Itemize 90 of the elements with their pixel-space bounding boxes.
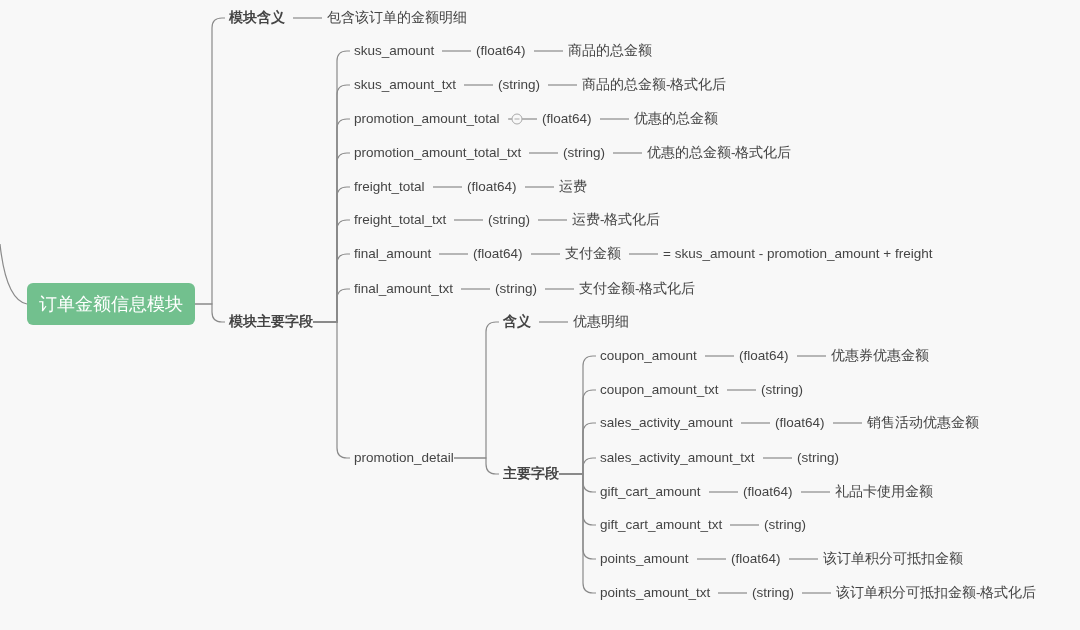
field-note: 销售活动优惠金额	[867, 414, 979, 432]
field-note: 商品的总金额-格式化后	[582, 76, 727, 94]
field-note: 运费	[559, 178, 587, 196]
connector-line	[696, 558, 727, 560]
field-note: (float64)	[476, 42, 526, 60]
connector-line	[538, 321, 569, 323]
field-name: promotion_detail	[354, 449, 454, 467]
field-name: skus_amount	[354, 42, 435, 60]
connector-line	[612, 152, 643, 154]
field-name: freight_total_txt	[354, 211, 447, 229]
field-name: sales_activity_amount	[600, 414, 733, 432]
field-name: gift_cart_amount	[600, 483, 701, 501]
field-note: (string)	[752, 584, 794, 602]
connector-line	[533, 50, 564, 52]
field-name: final_amount	[354, 245, 432, 263]
connector-line	[432, 186, 463, 188]
field-note: (float64)	[775, 414, 825, 432]
field-note: (string)	[764, 516, 806, 534]
connector-line	[441, 50, 472, 52]
field-name: freight_total	[354, 178, 425, 196]
connector-line	[788, 558, 819, 560]
connector-line	[726, 389, 757, 391]
connector-line	[312, 321, 351, 459]
field-note: (string)	[563, 144, 605, 162]
connector-line	[194, 303, 226, 323]
connector-line	[762, 457, 793, 459]
field-note: 该订单积分可抵扣金额	[823, 550, 963, 568]
connector-line	[0, 243, 28, 305]
field-note: 优惠券优惠金额	[831, 347, 929, 365]
connector-line	[524, 186, 555, 188]
field-name: points_amount_txt	[600, 584, 711, 602]
field-note: 支付金额	[565, 245, 621, 263]
connector-line	[530, 253, 561, 255]
connector-line	[453, 219, 484, 221]
connector-line	[832, 422, 863, 424]
connector-line	[800, 491, 831, 493]
field-note: (float64)	[467, 178, 517, 196]
category-label: 含义	[503, 313, 531, 331]
connector-line	[438, 253, 469, 255]
connector-line	[599, 118, 630, 120]
field-note: 支付金额-格式化后	[579, 280, 696, 298]
field-note: (float64)	[542, 110, 592, 128]
field-note: (string)	[797, 449, 839, 467]
field-note: (string)	[495, 280, 537, 298]
connector-line	[537, 219, 568, 221]
field-name: coupon_amount	[600, 347, 697, 365]
connector-line	[740, 422, 771, 424]
connector-line	[463, 84, 494, 86]
field-note: (float64)	[743, 483, 793, 501]
field-note: 运费-格式化后	[572, 211, 661, 229]
field-note: 优惠明细	[573, 313, 629, 331]
field-note: 商品的总金额	[568, 42, 652, 60]
field-note: (float64)	[473, 245, 523, 263]
connector-line	[708, 491, 739, 493]
connector-line	[729, 524, 760, 526]
field-note: (float64)	[731, 550, 781, 568]
connector-line	[796, 355, 827, 357]
connector-line	[453, 457, 500, 475]
connector-line	[558, 473, 597, 594]
topic-box: 订单金额信息模块	[27, 283, 195, 325]
field-name: coupon_amount_txt	[600, 381, 719, 399]
field-name: points_amount	[600, 550, 689, 568]
connector-line	[801, 592, 832, 594]
category-label: 主要字段	[503, 465, 559, 483]
field-name: sales_activity_amount_txt	[600, 449, 755, 467]
connector-line	[292, 17, 323, 19]
field-name: final_amount_txt	[354, 280, 454, 298]
field-name: promotion_amount_total_txt	[354, 144, 522, 162]
connector-line	[547, 84, 578, 86]
field-note: (string)	[761, 381, 803, 399]
field-name: skus_amount_txt	[354, 76, 457, 94]
field-note: (string)	[498, 76, 540, 94]
category-label: 模块含义	[229, 9, 285, 27]
field-note: (string)	[488, 211, 530, 229]
connector-line	[528, 152, 559, 154]
connector-line	[628, 253, 659, 255]
connector-line	[704, 355, 735, 357]
field-note: 礼品卡使用金额	[835, 483, 933, 501]
field-note: (float64)	[739, 347, 789, 365]
field-note: 优惠的总金额	[634, 110, 718, 128]
field-name: gift_cart_amount_txt	[600, 516, 723, 534]
connector-line	[544, 288, 575, 290]
field-note: 优惠的总金额-格式化后	[647, 144, 792, 162]
field-note: 包含该订单的金额明细	[327, 9, 467, 27]
connector-line	[717, 592, 748, 594]
connector-line	[460, 288, 491, 290]
field-note: = skus_amount - promotion_amount + freight	[663, 245, 933, 263]
field-note: 该订单积分可抵扣金额-格式化后	[836, 584, 1037, 602]
field-name: promotion_amount_total	[354, 110, 500, 128]
category-label: 模块主要字段	[229, 313, 313, 331]
